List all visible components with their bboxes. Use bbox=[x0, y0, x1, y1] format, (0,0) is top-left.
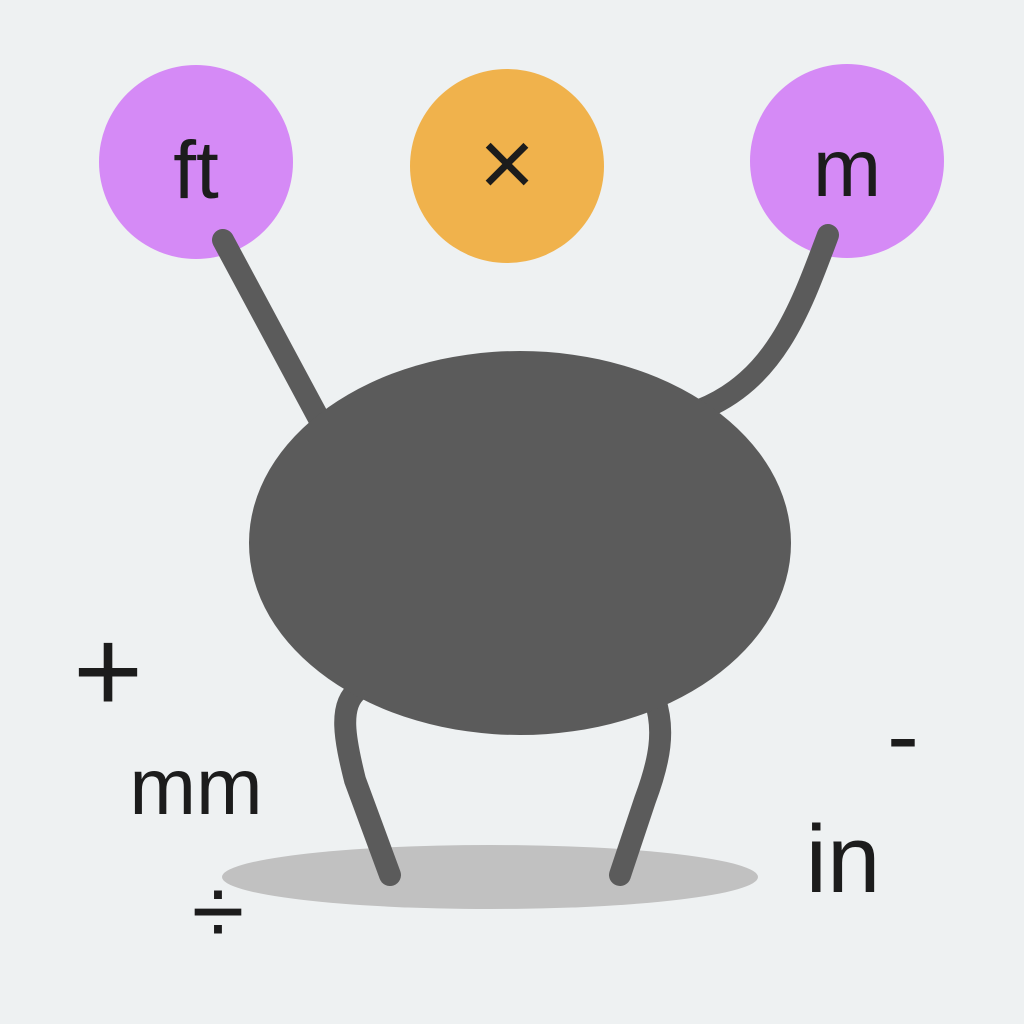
m-bubble-label: m bbox=[813, 123, 881, 214]
ft-bubble-icon: ft bbox=[99, 65, 293, 259]
in-label: in bbox=[806, 806, 881, 913]
plus-symbol: + bbox=[73, 604, 143, 738]
left-leg bbox=[334, 679, 401, 886]
mascot-body bbox=[249, 351, 791, 735]
minus-symbol: - bbox=[887, 682, 919, 789]
multiply-bubble-circle bbox=[410, 69, 604, 263]
multiply-bubble-label: × bbox=[479, 110, 535, 217]
ft-bubble-circle bbox=[99, 65, 293, 259]
left-antenna bbox=[212, 229, 336, 441]
ground-shadow bbox=[222, 845, 758, 909]
ft-bubble-label: ft bbox=[173, 125, 219, 216]
multiply-bubble-icon: × bbox=[410, 69, 604, 263]
divide-symbol: ÷ bbox=[192, 858, 245, 965]
mm-label: mm bbox=[129, 742, 262, 831]
m-bubble-icon: m bbox=[750, 64, 944, 258]
right-antenna bbox=[689, 224, 839, 421]
m-bubble-circle bbox=[750, 64, 944, 258]
right-leg bbox=[609, 689, 672, 886]
